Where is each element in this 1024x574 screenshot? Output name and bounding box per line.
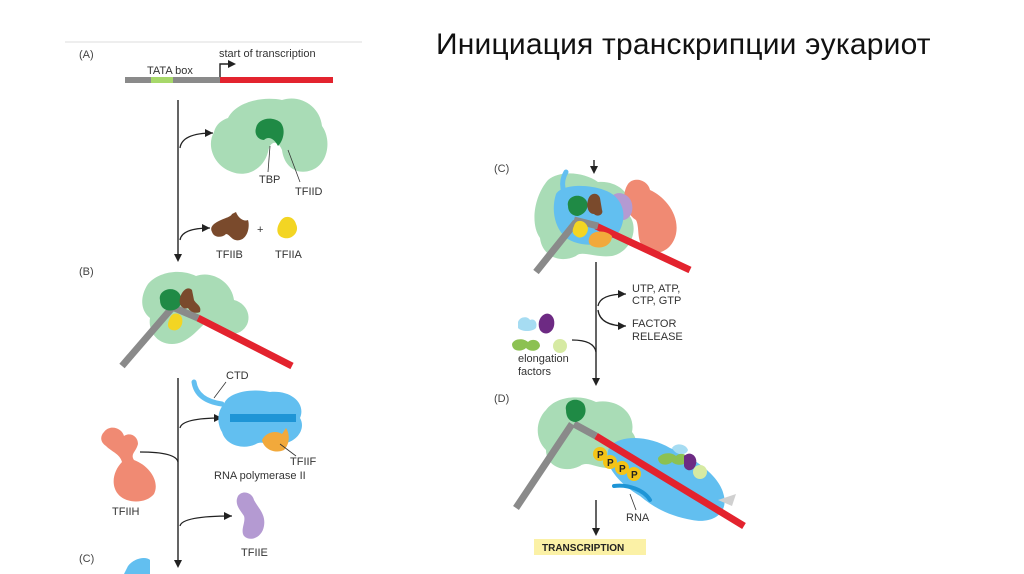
ctd-tail	[191, 379, 225, 407]
transcription-box	[534, 539, 646, 555]
tfiib-shape	[211, 212, 249, 241]
phosphate-label-2: P	[607, 458, 614, 469]
dna-grey-segment	[119, 305, 175, 369]
tbp-bound-shape	[159, 289, 182, 311]
preinitiation-complex	[533, 169, 692, 275]
tfiih-shape	[101, 427, 156, 502]
phosphate-label-4: P	[631, 470, 638, 481]
section-b-label: (B)	[79, 266, 94, 278]
tfiih-label: TFIIH	[112, 506, 140, 518]
factor-release-label-line2: RELEASE	[632, 331, 683, 343]
rna-label: RNA	[626, 512, 650, 524]
tfiib-bound-shape	[179, 288, 201, 313]
tata-box-label: TATA box	[147, 65, 193, 77]
ctd-label: CTD	[226, 370, 249, 382]
polymerase-cleft	[230, 414, 296, 422]
tfiib-label: TFIIB	[216, 249, 243, 261]
section-a-label: (A)	[79, 49, 94, 61]
ctd-phosphates: P P P P	[593, 447, 641, 481]
section-d-label: (D)	[494, 393, 509, 405]
plus-sign: +	[257, 224, 263, 236]
elongation-label-line1: elongation	[518, 353, 569, 365]
factor-release-arrow	[597, 309, 627, 327]
tfiie-label: TFIIE	[241, 547, 268, 559]
tfiia-shape	[277, 216, 298, 239]
section-c-label: (C)	[79, 553, 94, 565]
start-of-transcription-label: start of transcription	[219, 48, 316, 60]
tfiia-bound-shape	[168, 313, 183, 331]
dna-promoter-strand	[125, 77, 333, 83]
factor-release-label-line1: FACTOR	[632, 318, 676, 330]
tfiih-join-arrow	[139, 451, 179, 463]
nucleotides-label-line2: CTP, GTP	[632, 295, 681, 307]
elongation-join-arrow	[571, 339, 597, 353]
dna-red-segment	[196, 314, 294, 370]
tbp-shape	[255, 118, 284, 146]
elongation-label-line2: factors	[518, 366, 552, 378]
tbp-label: TBP	[259, 174, 280, 186]
rna-polymerase-label: RNA polymerase II	[214, 470, 306, 482]
phosphate-label-3: P	[619, 464, 626, 475]
transcription-label: TRANSCRIPTION	[542, 543, 624, 554]
tfiif-label: TFIIF	[290, 456, 317, 468]
tfiie-shape	[236, 492, 265, 539]
nucleotides-label-line1: UTP, ATP,	[632, 283, 680, 295]
rna-strand	[612, 483, 652, 502]
phosphate-label-1: P	[597, 450, 604, 461]
section-c-top-label: (C)	[494, 163, 509, 175]
tfiia-label: TFIIA	[275, 249, 303, 261]
tfiid-label: TFIID	[295, 186, 323, 198]
elongation-complex	[513, 397, 746, 529]
slide-title: Инициация транскрипции эукариот	[436, 28, 931, 61]
start-of-transcription-arrow	[219, 60, 236, 77]
elongation-factors-group	[512, 313, 567, 353]
